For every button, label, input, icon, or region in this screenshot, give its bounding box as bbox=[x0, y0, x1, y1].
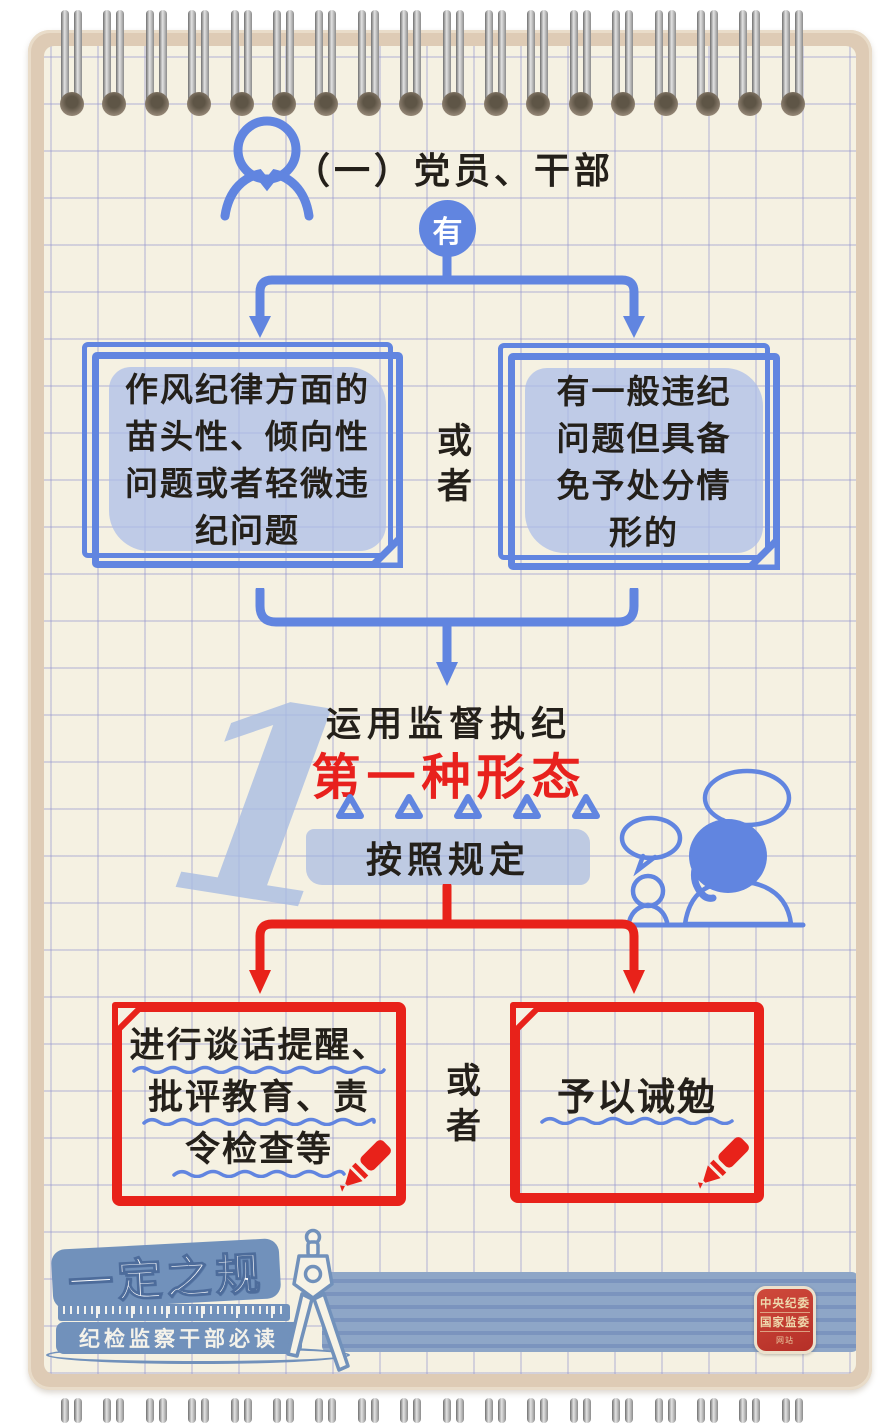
spiral-ring bbox=[145, 1398, 171, 1423]
or-label-2: 或者 bbox=[440, 1062, 480, 1152]
triangle-decoration-icons bbox=[336, 794, 600, 819]
pen-icon bbox=[339, 1140, 391, 1192]
spiral-ring bbox=[568, 10, 595, 116]
ruler-icon bbox=[58, 1304, 290, 1321]
notebook-cover: 1 （一）党员、干部 有 作风纪律方面的 苗头性、倾向性 bbox=[28, 30, 872, 1390]
note-highlight-blob bbox=[109, 367, 386, 551]
spiral-ring bbox=[738, 1398, 764, 1423]
spiral-ring bbox=[780, 10, 807, 116]
spiral-ring bbox=[696, 10, 722, 116]
spiral-ring bbox=[781, 1398, 807, 1423]
spiral-ring bbox=[654, 1398, 680, 1423]
note-back-sheet bbox=[498, 343, 770, 560]
blue-note-left-text: 作风纪律方面的 苗头性、倾向性 问题或者轻微违 纪问题 bbox=[125, 370, 370, 550]
blue-note-left: 作风纪律方面的 苗头性、倾向性 问题或者轻微违 纪问题 bbox=[82, 342, 403, 568]
seal-line-3: 网站 bbox=[776, 1335, 794, 1345]
official-seal: 中央纪委 国家监委 网站 bbox=[754, 1286, 816, 1354]
spiral-ring bbox=[442, 1398, 468, 1423]
spiral-ring bbox=[399, 10, 425, 116]
spiral-ring bbox=[441, 10, 468, 116]
node-circle-you: 有 bbox=[419, 200, 476, 257]
folded-corner-icon bbox=[745, 535, 780, 570]
spiral-ring bbox=[144, 10, 171, 116]
spiral-ring bbox=[738, 10, 764, 116]
person-icon bbox=[220, 116, 314, 221]
folded-corner-icon bbox=[510, 1002, 544, 1036]
spiral-ring bbox=[526, 1398, 552, 1423]
spiral-ring bbox=[187, 1398, 213, 1423]
spiral-ring bbox=[229, 10, 256, 116]
red-note-right: 予以诫勉 bbox=[510, 1002, 764, 1203]
split-connector-red bbox=[249, 884, 645, 994]
folded-corner-icon bbox=[368, 533, 403, 568]
spiral-ring bbox=[569, 1398, 595, 1423]
brand-subtitle: 纪检监察干部必读 bbox=[56, 1322, 302, 1354]
spiral-ring bbox=[314, 1398, 340, 1423]
seal-line-1: 中央纪委 bbox=[760, 1295, 810, 1313]
spiral-ring bbox=[230, 1398, 256, 1423]
spiral-ring bbox=[356, 10, 383, 116]
action-band: 按照规定 bbox=[306, 829, 590, 885]
spiral-ring bbox=[526, 10, 552, 116]
drawing-compass-icon bbox=[286, 1228, 350, 1372]
split-connector-blue bbox=[249, 254, 645, 338]
spiral-ring bbox=[102, 1398, 128, 1423]
spiral-ring bbox=[399, 1398, 425, 1423]
section-title: （一）党员、干部 bbox=[294, 151, 615, 192]
blue-note-right-text: 有一般违纪 问题但具备 免予处分情 形的 bbox=[556, 371, 732, 552]
people-talking-illustration bbox=[606, 768, 806, 928]
red-note-right-text: 予以诫勉 bbox=[520, 1012, 754, 1193]
middle-title-red: 第一种形态 bbox=[311, 749, 587, 806]
spiral-ring bbox=[357, 1398, 383, 1423]
spiral-ring bbox=[272, 10, 298, 116]
note-back-sheet bbox=[82, 342, 393, 558]
spiral-ring bbox=[653, 10, 680, 116]
spiral-ring bbox=[611, 10, 637, 116]
seal-line-2: 国家监委 bbox=[760, 1314, 810, 1332]
folded-corner-icon bbox=[112, 1002, 146, 1036]
spiral-ring bbox=[696, 1398, 722, 1423]
note-highlight-blob bbox=[525, 368, 763, 553]
spiral-ring bbox=[187, 10, 213, 116]
spiral-ring bbox=[60, 1398, 86, 1423]
spiral-ring bbox=[484, 10, 510, 116]
spiral-ring bbox=[102, 10, 128, 116]
spiral-ring bbox=[314, 10, 340, 116]
middle-subtitle: 运用监督执纪 bbox=[325, 705, 572, 745]
spiral-binding-top bbox=[44, 10, 856, 116]
merge-connector-blue bbox=[255, 588, 639, 686]
or-label-1: 或者 bbox=[431, 422, 471, 512]
spiral-ring bbox=[272, 1398, 298, 1423]
spiral-ring bbox=[60, 10, 86, 116]
notebook-page: 1 （一）党员、干部 有 作风纪律方面的 苗头性、倾向性 bbox=[44, 46, 856, 1374]
spiral-binding-bottom bbox=[44, 1398, 856, 1423]
spiral-ring bbox=[611, 1398, 637, 1423]
pen-icon bbox=[697, 1137, 749, 1189]
red-note-left: 进行谈话提醒、 批评教育、责 令检查等 bbox=[112, 1002, 406, 1206]
note-main-sheet: 作风纪律方面的 苗头性、倾向性 问题或者轻微违 纪问题 bbox=[92, 352, 403, 568]
brand-title: 一定之规 bbox=[50, 1238, 282, 1310]
spiral-ring bbox=[484, 1398, 510, 1423]
note-main-sheet: 有一般违纪 问题但具备 免予处分情 形的 bbox=[508, 353, 780, 570]
red-note-left-text: 进行谈话提醒、 批评教育、责 令检查等 bbox=[122, 1012, 396, 1196]
blue-note-right: 有一般违纪 问题但具备 免予处分情 形的 bbox=[498, 343, 780, 570]
